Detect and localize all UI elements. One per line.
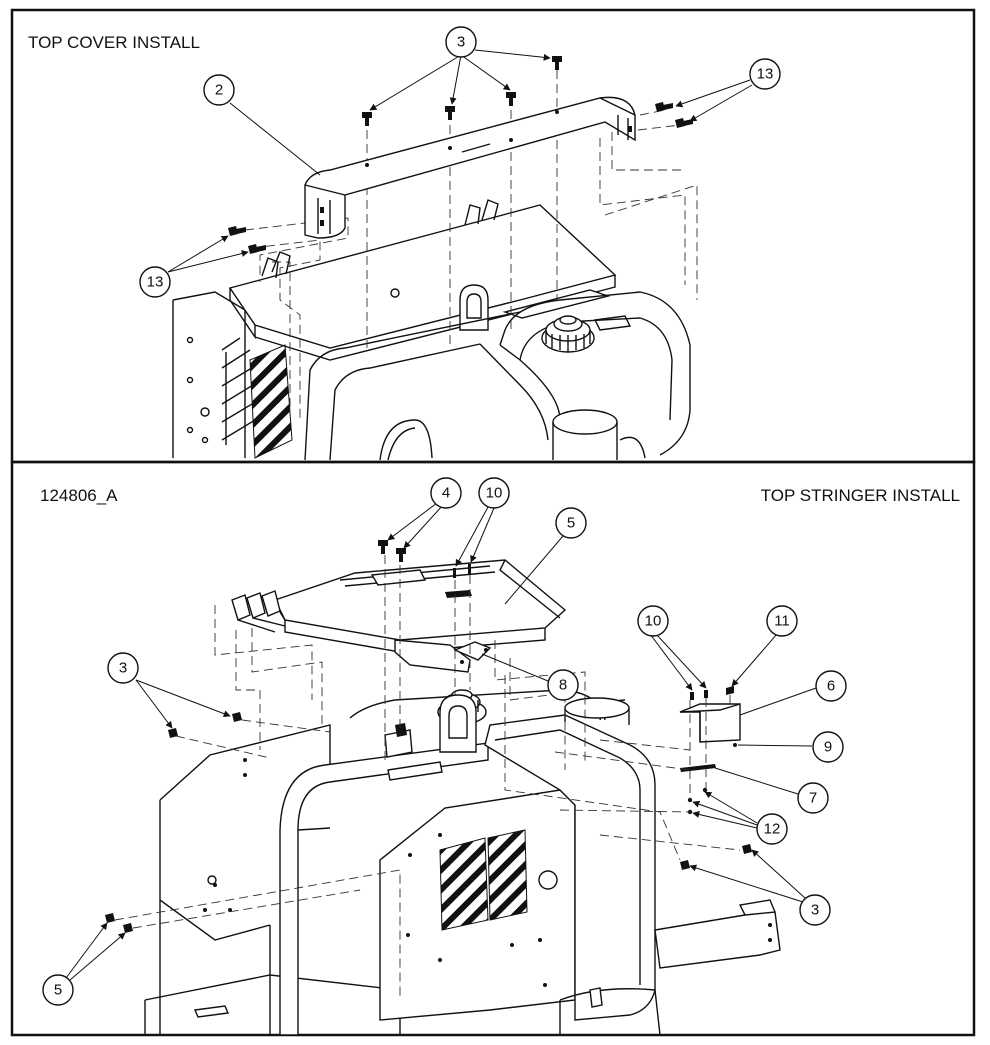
frame-holes [203, 758, 247, 912]
callout-bottom-3-right: 3 [799, 894, 831, 926]
callout-bottom-12: 12 [756, 813, 788, 845]
drawing-number: 124806_A [40, 486, 118, 505]
callout-top-3: 3 [445, 26, 477, 58]
svg-text:13: 13 [757, 66, 774, 83]
svg-text:13: 13 [147, 274, 164, 291]
bottom-panel-title: TOP STRINGER INSTALL [761, 486, 960, 505]
bottom-leaders [65, 502, 817, 981]
svg-text:10: 10 [486, 485, 503, 502]
screws-item-3 [362, 56, 562, 126]
callout-top-13-left: 13 [139, 266, 171, 298]
left-louvers [221, 337, 266, 445]
svg-text:5: 5 [54, 982, 62, 999]
screws-item-13 [228, 102, 693, 254]
callout-bottom-4: 4 [430, 477, 462, 509]
callout-bottom-5-top: 5 [555, 507, 587, 539]
svg-text:5: 5 [567, 515, 575, 532]
svg-text:3: 3 [119, 660, 127, 677]
svg-text:12: 12 [764, 821, 781, 838]
callout-bottom-5-left: 5 [42, 974, 74, 1006]
top-panel-title: TOP COVER INSTALL [28, 33, 200, 52]
callout-bottom-3-left: 3 [107, 652, 139, 684]
callout-bottom-7: 7 [797, 782, 829, 814]
callout-bottom-10-top: 10 [478, 477, 510, 509]
callout-top-2: 2 [203, 74, 235, 106]
svg-text:10: 10 [645, 613, 662, 630]
callout-bottom-8: 8 [547, 669, 579, 701]
svg-text:3: 3 [811, 902, 819, 919]
bottom-panel-frame [10, 460, 976, 1037]
callout-bottom-9: 9 [812, 731, 844, 763]
svg-text:8: 8 [559, 677, 567, 694]
top-stringer-assembly [105, 540, 781, 1036]
callout-top-13-right: 13 [749, 58, 781, 90]
side-holes [186, 336, 210, 444]
svg-text:11: 11 [774, 613, 790, 630]
callout-bottom-10-right: 10 [637, 605, 669, 637]
callout-bottom-6: 6 [815, 670, 847, 702]
svg-text:2: 2 [215, 82, 223, 99]
top-leaders [167, 49, 753, 273]
panel-holes [406, 833, 547, 987]
svg-text:9: 9 [824, 739, 832, 756]
top-cover-assembly [172, 56, 698, 461]
svg-text:7: 7 [809, 790, 817, 807]
callout-bottom-11: 11 [766, 605, 798, 637]
svg-text:6: 6 [827, 678, 835, 695]
svg-text:4: 4 [442, 485, 450, 502]
svg-text:3: 3 [457, 34, 465, 51]
